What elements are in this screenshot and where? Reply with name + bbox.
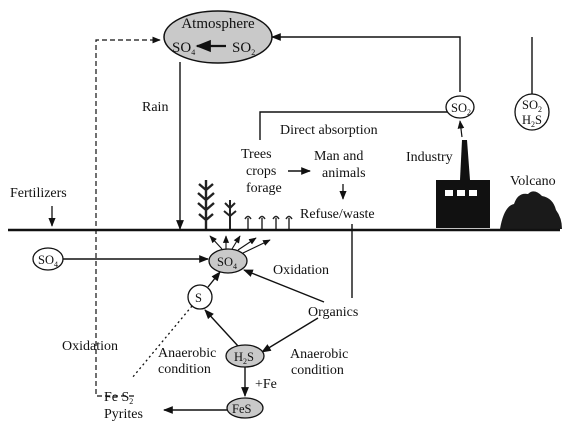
s-to-so4-arrow (207, 271, 221, 288)
svg-text:SO4: SO4 (172, 40, 195, 57)
chimney-to-so2-arrow (457, 120, 465, 138)
plus-fe-label: +Fe (255, 377, 277, 392)
trees-label: Trees (241, 147, 272, 162)
svg-text:SO2: SO2 (522, 98, 542, 114)
svg-text:H2S: H2S (522, 113, 542, 129)
h2s-node: H2S (225, 344, 265, 368)
animals-label: animals (322, 166, 366, 181)
factory-icon (436, 140, 490, 228)
svg-text:SO2: SO2 (232, 40, 255, 57)
svg-text:FeS: FeS (232, 402, 252, 416)
volcano-icon (500, 191, 562, 229)
svg-text:SO4: SO4 (217, 255, 237, 271)
anaerobic-left-label: Anaerobic (158, 346, 216, 361)
organics-to-so4-arrow (243, 269, 325, 303)
atmosphere-node: Atmosphere SO4 SO2 (163, 10, 273, 64)
atmosphere-title: Atmosphere (181, 16, 255, 32)
so4-soil-node: SO4 (32, 247, 64, 271)
tree-icon (197, 180, 215, 229)
volcano-label: Volcano (510, 174, 556, 189)
forage-label: forage (246, 181, 282, 196)
direct-absorption-label: Direct absorption (280, 123, 378, 138)
svg-text:S: S (195, 291, 202, 305)
svg-text:SO2: SO2 (451, 101, 471, 117)
crop-icon (244, 215, 293, 229)
small-tree-icon (223, 200, 237, 229)
condition-left-label: condition (158, 362, 211, 377)
industry-so2-node: SO2 (445, 95, 475, 119)
h2s-to-s-arrow (204, 309, 239, 347)
fes-node: FeS (226, 397, 264, 419)
direct-absorption-line (259, 111, 449, 140)
anaerobic-right-label: Anaerobic (290, 347, 348, 362)
pyrites-oxidation-to-atmosphere-arrow (95, 36, 161, 397)
fertilizers-label: Fertilizers (10, 186, 67, 201)
fes2-label: Fe S2 (104, 390, 133, 406)
plant-uptake-arrows (209, 235, 271, 254)
organics-label: Organics (308, 305, 358, 320)
volcano-gas-node: SO2 H2S (514, 93, 550, 131)
crops-label: crops (246, 164, 276, 179)
condition-right-label: condition (291, 363, 344, 378)
oxidation-left-label: Oxidation (62, 339, 118, 354)
industry-to-atmosphere-arrow (271, 33, 461, 92)
oxidation-right-label: Oxidation (273, 263, 329, 278)
s-to-pyrites-dotted-line (131, 305, 193, 379)
svg-text:H2S: H2S (234, 350, 254, 366)
industry-label: Industry (406, 150, 453, 165)
refuse-waste-label: Refuse/waste (300, 207, 375, 222)
svg-text:SO4: SO4 (38, 253, 58, 269)
organics-to-h2s-arrow (261, 317, 319, 353)
so4-center-node: SO4 (208, 248, 248, 274)
pyrites-label: Pyrites (104, 407, 143, 422)
rain-label: Rain (142, 100, 168, 115)
sulfur-node: S (187, 284, 213, 310)
man-and-label: Man and (314, 149, 363, 164)
